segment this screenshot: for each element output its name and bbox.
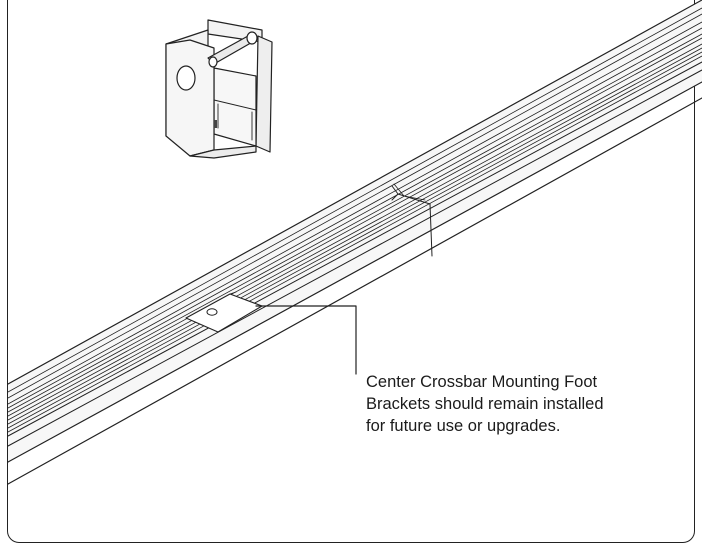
callout-line-2: Brackets should remain installed — [366, 395, 604, 413]
callout-text: Center Crossbar Mounting Foot Brackets s… — [366, 371, 604, 437]
figure-frame — [7, 0, 695, 543]
callout-leader-line — [255, 305, 357, 375]
mounting-foot-bracket-icon — [165, 19, 273, 159]
crossbar-rail — [7, 0, 702, 485]
callout-line-1: Center Crossbar Mounting Foot — [366, 373, 598, 391]
callout-line-3: for future use or upgrades. — [366, 417, 561, 435]
